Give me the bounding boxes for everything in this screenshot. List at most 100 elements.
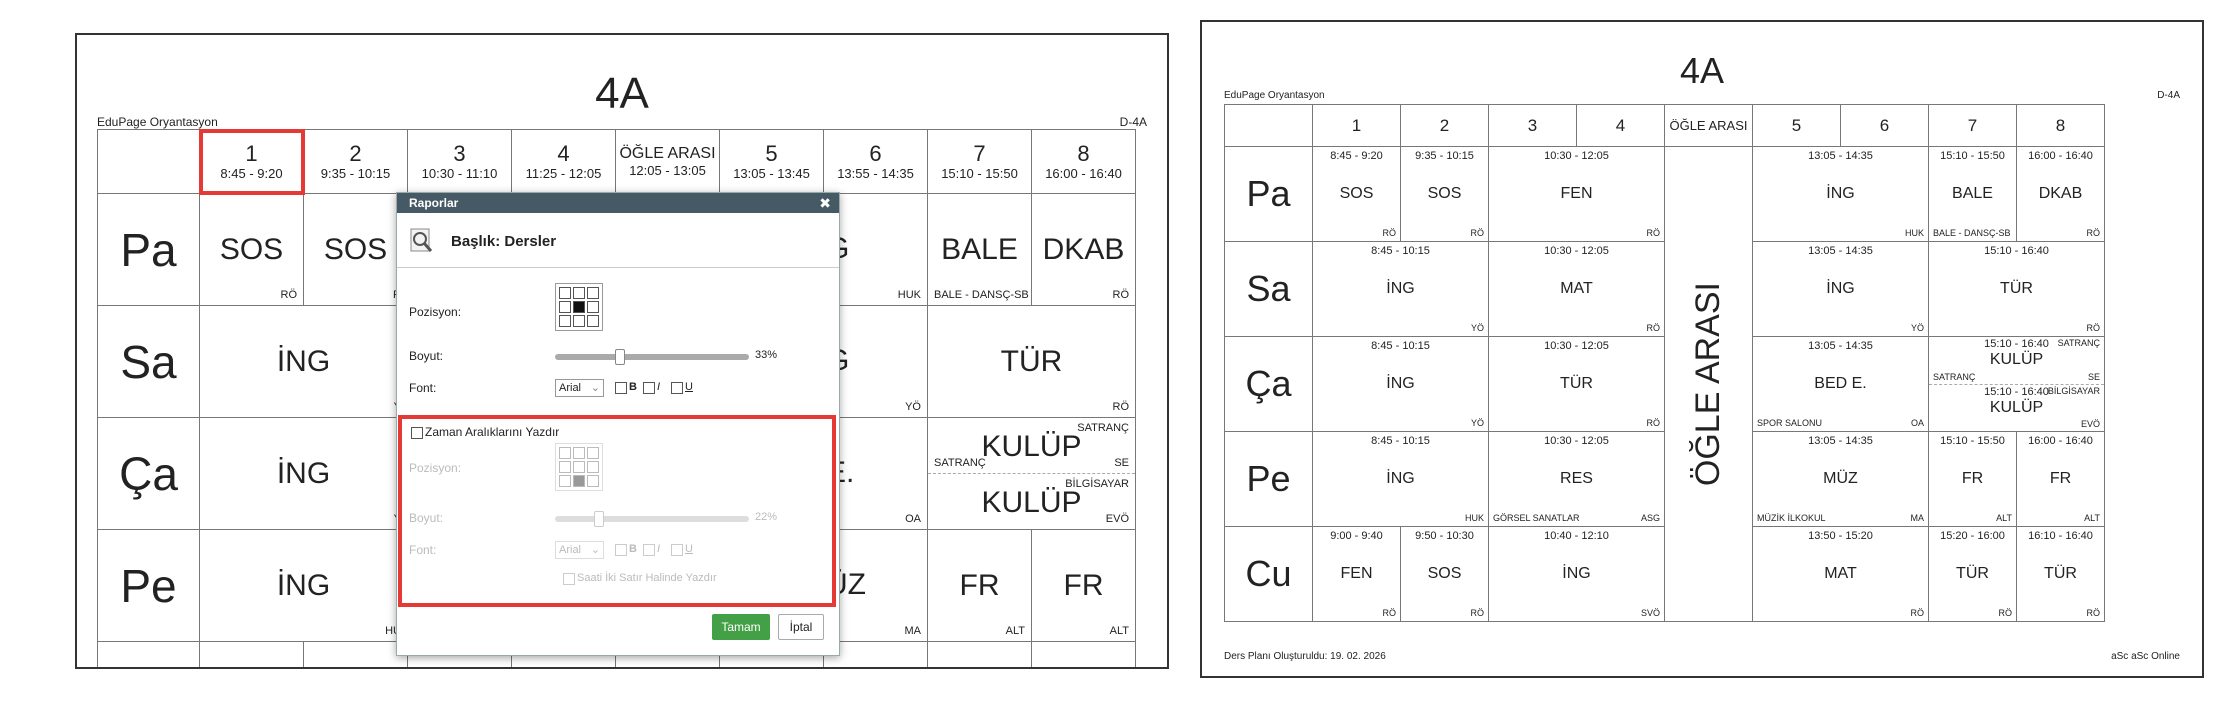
size-value: 33% — [755, 349, 778, 361]
subject: İNG — [1826, 185, 1855, 202]
room: YÖ — [1910, 323, 1924, 333]
time-bold-checkbox[interactable] — [615, 544, 627, 556]
size-label: Boyut: — [409, 349, 444, 363]
lesson-cell — [823, 641, 928, 667]
time-position-grid[interactable] — [555, 443, 603, 491]
subject: KULÜP — [1989, 399, 2044, 416]
position-cell-selected[interactable] — [573, 301, 585, 313]
day-label: Sa — [97, 305, 200, 418]
room: HUK — [1904, 228, 1924, 238]
room: ALT — [1109, 625, 1129, 637]
position-cell[interactable] — [559, 301, 571, 313]
subject: FEN — [1340, 565, 1373, 582]
lesson-time: 10:30 - 12:05 — [1544, 435, 1609, 447]
time-underline-checkbox[interactable] — [671, 544, 683, 556]
time-font-label: Font: — [409, 543, 437, 557]
position-cell[interactable] — [573, 287, 585, 299]
class-code: D-4A — [2157, 90, 2180, 101]
period-time: 16:00 - 16:40 — [1045, 166, 1122, 181]
lesson-time: 15:10 - 16:40 — [1984, 386, 2049, 398]
bold-checkbox[interactable] — [615, 382, 627, 394]
ok-button[interactable]: Tamam — [712, 614, 770, 640]
room: RÖ — [280, 289, 298, 301]
period-number: 4 — [557, 141, 570, 166]
position-cell[interactable] — [559, 315, 571, 327]
position-cell — [587, 461, 599, 473]
position-label: Pozisyon: — [409, 305, 462, 319]
cancel-button[interactable]: İptal — [778, 614, 824, 640]
position-cell[interactable] — [559, 287, 571, 299]
position-cell[interactable] — [587, 315, 599, 327]
dialog-heading: Başlık: Dersler — [451, 233, 557, 250]
period-header-lunch: ÖĞLE ARASI — [1664, 104, 1753, 147]
lesson-cell: E.OA — [823, 417, 928, 530]
subject: DKAB — [2038, 185, 2083, 202]
position-grid[interactable] — [555, 283, 603, 331]
period-number: 8 — [1077, 141, 1090, 166]
size-slider[interactable] — [555, 349, 749, 365]
position-cell — [573, 461, 585, 473]
period-number: 1 — [245, 141, 258, 166]
two-rows-checkbox[interactable] — [563, 573, 575, 585]
size-slider-handle[interactable] — [615, 349, 626, 365]
day-label: Pa — [1224, 146, 1313, 242]
room: YÖ — [905, 401, 921, 413]
day-label: Ça — [97, 417, 200, 530]
position-cell[interactable] — [587, 287, 599, 299]
time-size-label: Boyut: — [409, 511, 444, 525]
day-label: Pa — [97, 193, 200, 306]
two-rows-label: Saati İki Satır Halinde Yazdır — [577, 572, 717, 584]
time-italic-checkbox[interactable] — [643, 544, 655, 556]
subject: KULÜP — [981, 430, 1082, 463]
chevron-down-icon: ⌄ — [590, 544, 600, 556]
position-cell[interactable] — [573, 315, 585, 327]
room: RÖ — [1646, 323, 1661, 333]
lesson-time: 16:00 - 16:40 — [2028, 435, 2093, 447]
time-italic-label: I — [657, 543, 661, 555]
font-select[interactable]: Arial⌄ — [555, 379, 604, 397]
time-size-slider-handle[interactable] — [593, 511, 604, 527]
position-cell — [587, 475, 599, 487]
period-number: 5 — [765, 141, 778, 166]
subject: KULÜP — [981, 486, 1082, 519]
split-top: SATRANÇ KULÜP SATRANÇ SE — [928, 418, 1135, 474]
position-cell[interactable] — [587, 301, 599, 313]
subject: KULÜP — [1989, 351, 2044, 368]
divider — [397, 267, 839, 268]
school-name: EduPage Oryantasyon — [1224, 90, 1325, 101]
underline-checkbox[interactable] — [671, 382, 683, 394]
position-cell — [559, 461, 571, 473]
subject: FR — [959, 568, 1000, 602]
period-time: 11:25 - 12:05 — [525, 166, 602, 181]
position-cell — [559, 447, 571, 459]
lesson-time: 15:10 - 15:50 — [1940, 435, 2005, 447]
room: ASG — [1640, 513, 1660, 523]
class-code: D-4A — [1119, 115, 1147, 129]
subject: MÜZ — [1823, 470, 1858, 487]
italic-checkbox[interactable] — [643, 382, 655, 394]
time-font-select[interactable]: Arial ⌄ — [555, 541, 604, 559]
font-select-value: Arial — [559, 544, 582, 556]
time-size-value: 22% — [755, 511, 778, 523]
class-title: 4A — [1679, 50, 1725, 91]
print-time-intervals-checkbox[interactable] — [411, 427, 423, 439]
lesson-time: 13:05 - 14:35 — [1808, 245, 1873, 257]
close-icon[interactable]: ✖ — [819, 195, 831, 211]
font-select-value: Arial — [559, 382, 582, 394]
lesson-cell — [303, 641, 408, 667]
lesson-time: 10:30 - 12:05 — [1544, 245, 1609, 257]
time-size-slider[interactable] — [555, 511, 749, 527]
